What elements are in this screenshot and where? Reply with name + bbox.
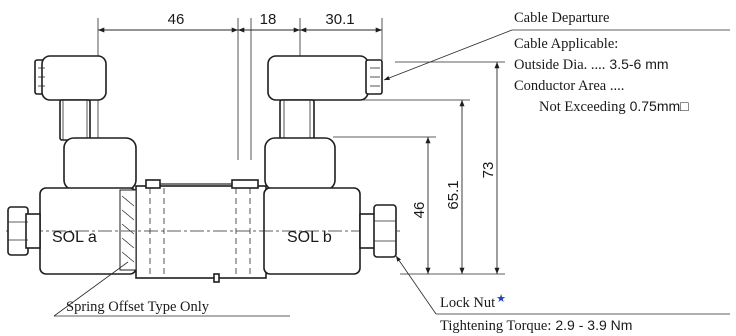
- left-connector: [34, 55, 107, 141]
- spring-offset-plug: [119, 189, 137, 271]
- dim-18-label: 18: [260, 11, 277, 28]
- conductor-area-note: Conductor Area ....: [514, 78, 624, 94]
- dim-30-1-label: 30.1: [325, 11, 354, 28]
- dim-46-label: 46: [168, 11, 185, 28]
- outside-dia-note: Outside Dia. ....3.5-6 mm: [514, 56, 669, 73]
- sol-b-label: SOL b: [287, 229, 332, 246]
- cable-departure-leader: [383, 29, 513, 81]
- sol-a-label: SOL a: [52, 229, 97, 246]
- vertical-dimensions: 46 65.1 73: [333, 61, 505, 275]
- solenoid-b-housing: [264, 137, 336, 191]
- dim-65-1-label: 65.1: [445, 180, 462, 209]
- cable-applicable-note: Cable Applicable:: [514, 36, 618, 52]
- lock-nut-note: Lock Nut★: [440, 292, 506, 311]
- valve-body: [6, 179, 400, 283]
- right-lock-nut: [359, 204, 397, 258]
- solenoid-a-housing: [63, 137, 137, 191]
- dim-46-vertical-label: 46: [411, 202, 428, 219]
- cable-departure-note: Cable Departure: [514, 10, 609, 26]
- dim-73-label: 73: [480, 162, 497, 179]
- spring-offset-note: Spring Offset Type Only: [66, 299, 210, 315]
- spring-offset-leader: [53, 261, 129, 317]
- cable-notes: Cable Departure Cable Applicable: Outsid…: [514, 10, 689, 115]
- left-lock-nut: [7, 206, 41, 256]
- lock-nut-leader: [395, 255, 437, 315]
- star-icon: ★: [496, 292, 506, 305]
- horizontal-dimensions: 46 18 30.1: [97, 11, 383, 190]
- tightening-torque-note: Tightening Torque:2.9 - 3.9 Nm: [440, 317, 632, 334]
- lock-nut-notes: Lock Nut★ Tightening Torque:2.9 - 3.9 Nm: [440, 292, 632, 334]
- right-connector: [267, 55, 383, 141]
